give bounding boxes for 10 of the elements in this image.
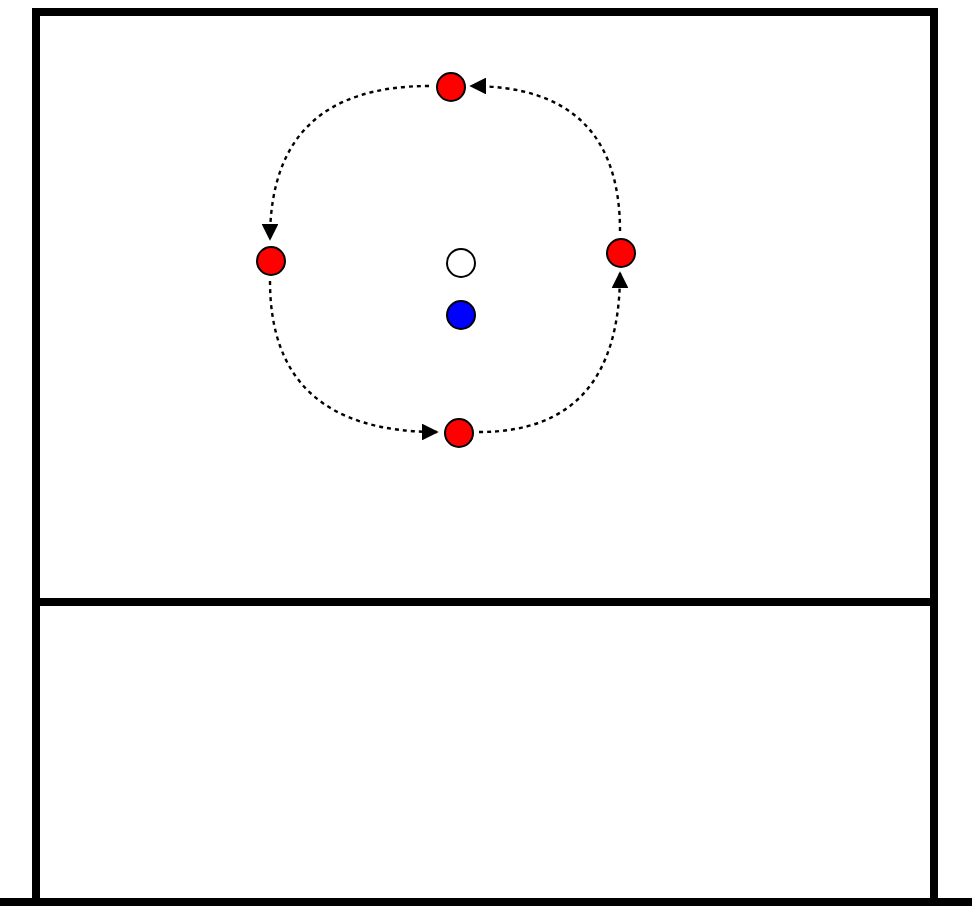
player-marker [255,245,285,275]
arrow [268,280,439,440]
ball-marker [445,247,475,277]
player-marker [445,299,475,329]
arrow [262,84,430,241]
player-marker [435,71,465,101]
player-marker [605,237,635,267]
arrow [469,78,622,232]
player-marker [443,417,473,447]
arrow [478,271,628,434]
